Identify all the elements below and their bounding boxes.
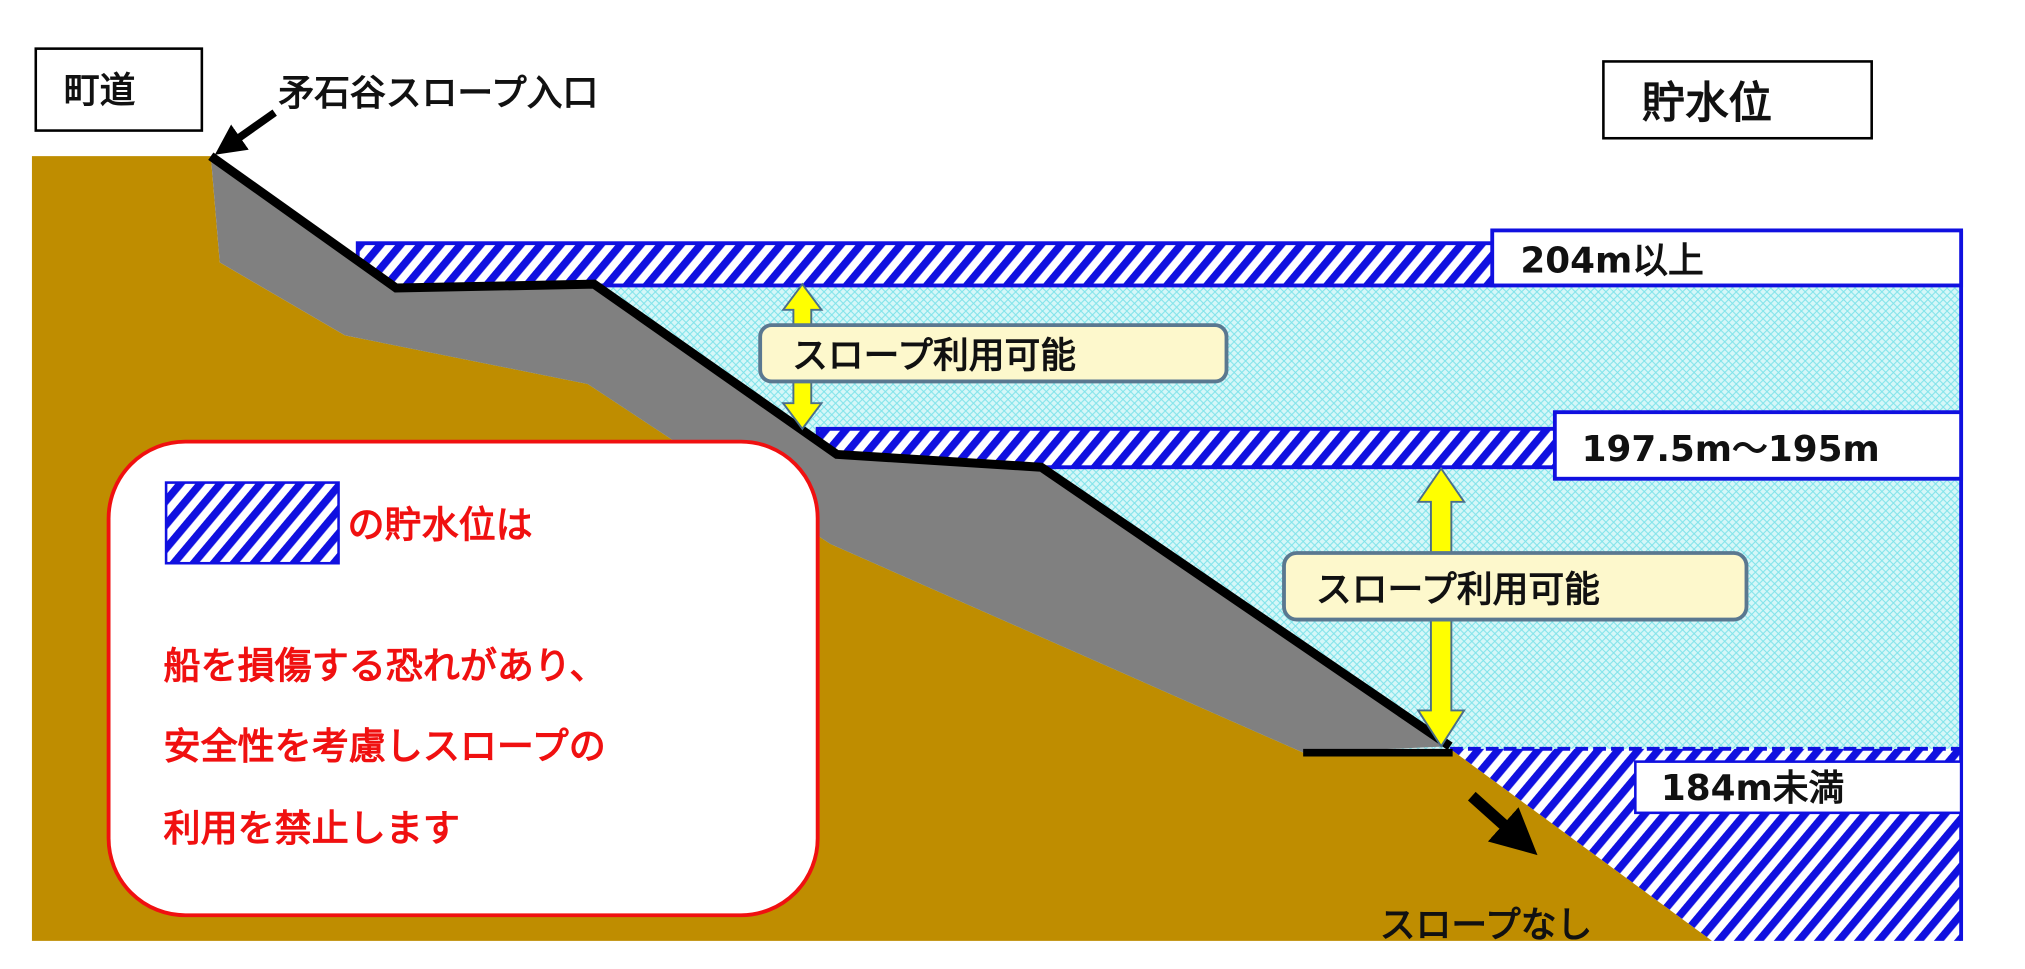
level-label-low: 184m未満 [1634,760,1963,815]
callout-usable-2: スロープ利用可能 [1282,551,1749,622]
callout-usable-1: スロープ利用可能 [758,323,1229,384]
slope-line [208,152,1453,750]
entrance-label: 矛石谷スロープ入口 [279,73,599,114]
road-label: 町道 [34,47,204,132]
svg-text:184m未満: 184m未満 [1661,768,1844,809]
no-slope-arrow [1467,791,1538,856]
entrance-arrow [214,109,277,155]
svg-text:町道: 町道 [64,70,136,111]
svg-text:197.5m～195m: 197.5m～195m [1582,429,1880,470]
water-level-title: 貯水位 [1602,60,1873,140]
no-slope-label: スロープなし [1380,905,1592,946]
level-label-mid: 197.5m～195m [1552,410,1964,481]
hatch-legend-swatch [164,481,340,565]
level-label-high: 204m以上 [1490,228,1964,288]
svg-text:貯水位: 貯水位 [1642,79,1772,129]
svg-text:利用を禁止します: 利用を禁止します [164,807,460,850]
notice-box: の貯水位は 船を損傷する恐れがあり、 安全性を考慮しスロープの 利用を禁止します [106,439,820,918]
svg-text:の貯水位は: の貯水位は [348,504,533,547]
hatch-band-high [355,241,1497,288]
svg-text:船を損傷する恐れがあり、: 船を損傷する恐れがあり、 [164,644,607,687]
svg-text:スロープ利用可能: スロープ利用可能 [792,335,1076,376]
svg-text:スロープ利用可能: スロープ利用可能 [1316,570,1600,611]
svg-text:204m以上: 204m以上 [1520,241,1703,282]
svg-text:安全性を考慮しスロープの: 安全性を考慮しスロープの [164,725,606,768]
